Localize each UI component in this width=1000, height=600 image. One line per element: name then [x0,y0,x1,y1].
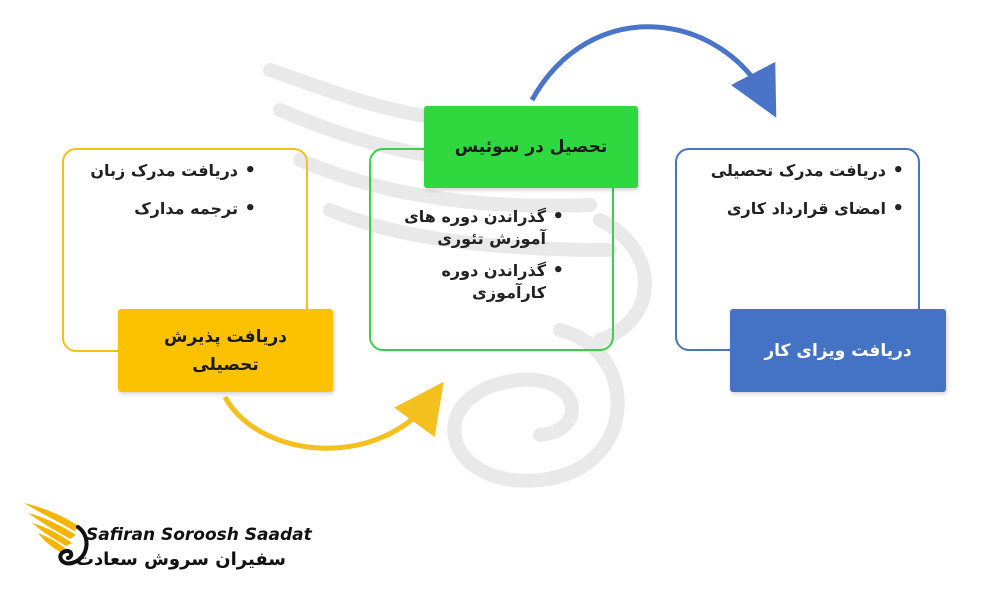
step-label-work-visa: دریافت ویزای کار [730,309,946,392]
bullet-item: امضای قرارداد کاری [694,198,904,220]
bullet-item: گذراندن دوره های آموزش تئوری [378,206,564,250]
arrow-blue [529,24,777,118]
bullet-item: دریافت مدرک تحصیلی [694,160,904,182]
bullet-item: گذراندن دوره کارآموزی [378,260,564,304]
step-label-admission: دریافت پذیرش تحصیلی [118,309,333,392]
wing-icon [24,503,89,566]
logo-persian-text: سفیران سروش سعادت [75,549,286,570]
logo-latin-text: Safiran Soroosh Saadat [86,525,312,545]
bullet-item: ترجمه مدارک [78,198,256,220]
admission-bullets: دریافت مدرک زبان ترجمه مدارک [78,160,256,236]
study-bullets: گذراندن دوره های آموزش تئوری گذراندن دور… [378,206,564,314]
work-visa-bullets: دریافت مدرک تحصیلی امضای قرارداد کاری [694,160,904,236]
bullet-item: دریافت مدرک زبان [78,160,256,182]
step-label-study: تحصیل در سوئیس [424,106,638,188]
arrow-yellow [222,381,444,451]
company-logo: Safiran Soroosh Saadat سفیران سروش سعادت [22,497,312,577]
